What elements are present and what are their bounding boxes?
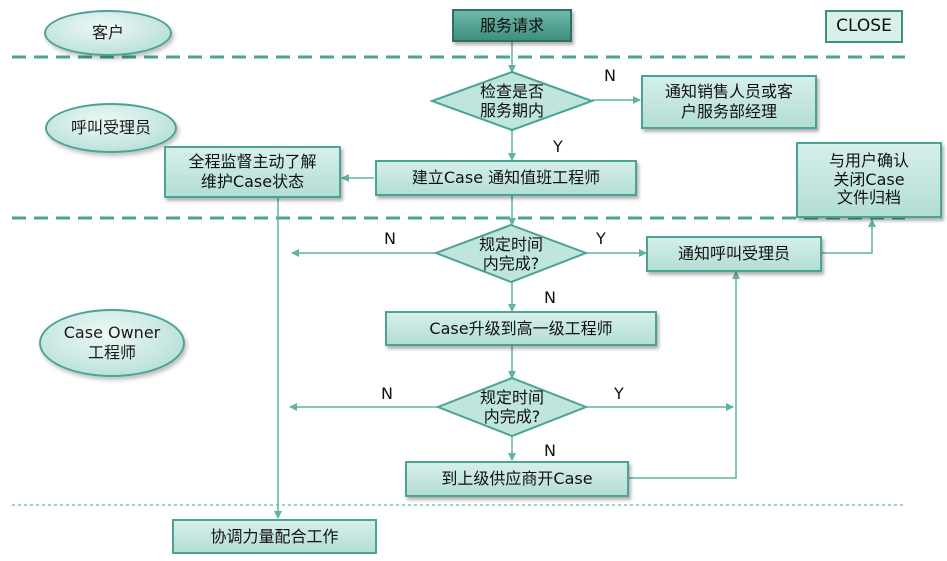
close-button[interactable]: CLOSE bbox=[825, 10, 903, 43]
node-confirm-close: 与用户确认 关闭Case 文件归档 bbox=[796, 142, 942, 218]
edge-label-n-escalate: N bbox=[544, 288, 556, 307]
edge-vendor-return bbox=[629, 271, 740, 479]
decision-time-2-label: 规定时间 内完成? bbox=[479, 387, 544, 426]
decision-check-period-label: 检查是否 服务期内 bbox=[479, 81, 544, 120]
decision-check-period bbox=[429, 70, 595, 132]
edge-label-y-time1-right: Y bbox=[596, 229, 606, 248]
node-notify-call-agent: 通知呼叫受理员 bbox=[646, 236, 822, 272]
lane-call-agent: 呼叫受理员 bbox=[45, 103, 177, 153]
node-notify-sales: 通知销售人员或客 户服务部经理 bbox=[641, 75, 817, 129]
edge-label-n-notify: N bbox=[604, 66, 616, 85]
edge-notify-to-confirm bbox=[822, 219, 876, 254]
node-escalate: Case升级到高一级工程师 bbox=[385, 311, 657, 346]
decision-time-2 bbox=[435, 376, 589, 438]
node-service-request: 服务请求 bbox=[452, 9, 572, 42]
edge-label-y-time2-right: Y bbox=[614, 384, 624, 403]
node-vendor-case: 到上级供应商开Case bbox=[405, 461, 629, 497]
node-create-case: 建立Case 通知值班工程师 bbox=[375, 160, 637, 196]
edge-label-n-time2-left: N bbox=[381, 384, 393, 403]
node-monitor-case: 全程监督主动了解 维护Case状态 bbox=[164, 146, 341, 198]
decision-time-1 bbox=[433, 223, 589, 284]
edge-label-n-vendor: N bbox=[544, 441, 556, 460]
decision-time-1-label: 规定时间 内完成? bbox=[478, 234, 543, 273]
lane-customer: 客户 bbox=[44, 10, 172, 56]
lane-case-owner: Case Owner 工程师 bbox=[39, 309, 185, 377]
node-coordinate: 协调力量配合工作 bbox=[172, 519, 377, 554]
edge-label-n-time1-left: N bbox=[384, 229, 396, 248]
edge-label-y-create: Y bbox=[553, 137, 563, 156]
